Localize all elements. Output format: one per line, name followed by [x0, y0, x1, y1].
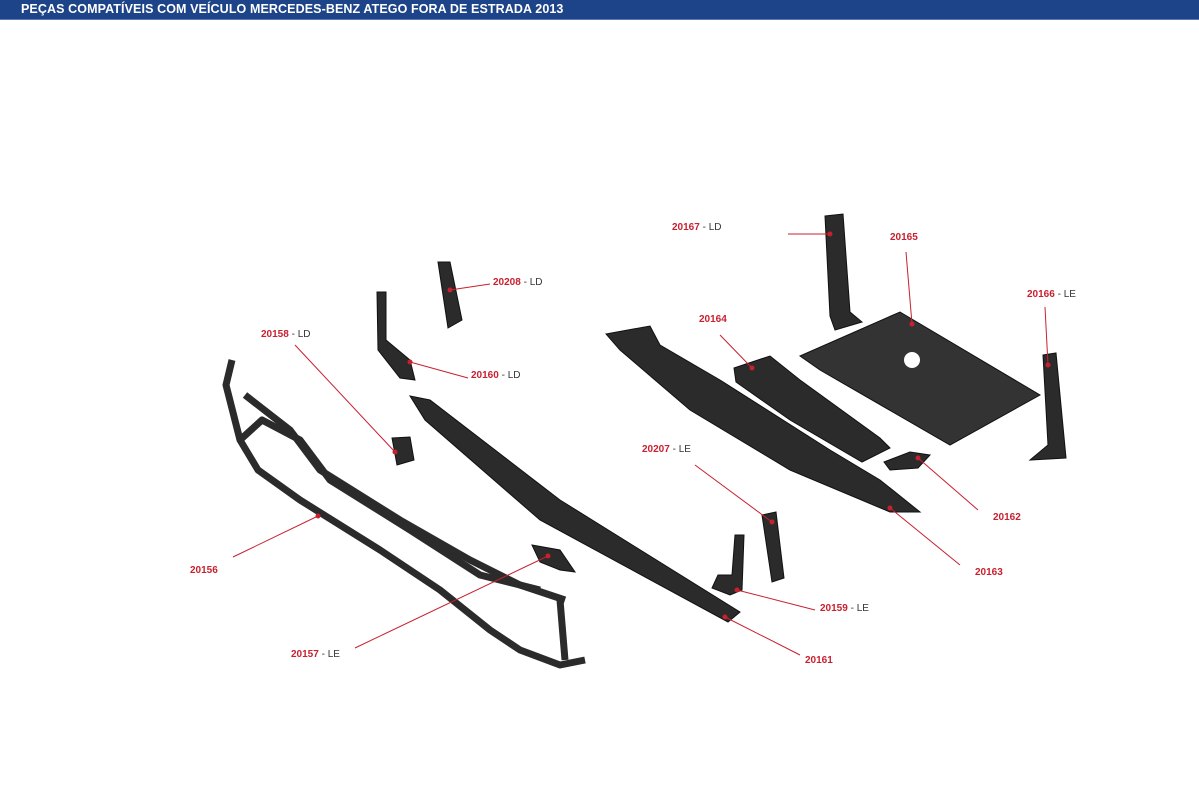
part-code: 20159: [820, 603, 848, 614]
part-side: - LE: [318, 649, 340, 660]
page-title: PEÇAS COMPATÍVEIS COM VEÍCULO MERCEDES-B…: [21, 2, 564, 16]
callout-20166: 20166 - LE: [1027, 289, 1076, 300]
part-20159: [711, 534, 745, 596]
header-bar: PEÇAS COMPATÍVEIS COM VEÍCULO MERCEDES-B…: [0, 0, 1199, 20]
part-code: 20160: [471, 370, 499, 381]
callout-20208: 20208 - LD: [493, 277, 542, 288]
part-code: 20165: [890, 232, 918, 243]
part-side: - LE: [669, 444, 691, 455]
part-code: 20164: [699, 314, 727, 325]
callout-20163: 20163: [975, 567, 1003, 578]
part-code: 20207: [642, 444, 670, 455]
part-code: 20208: [493, 277, 521, 288]
part-code: 20163: [975, 567, 1003, 578]
part-side: - LE: [1054, 289, 1076, 300]
callout-20164: 20164: [699, 314, 727, 325]
callout-20207: 20207 - LE: [642, 444, 691, 455]
callout-20160: 20160 - LD: [471, 370, 520, 381]
part-code: 20166: [1027, 289, 1055, 300]
part-code: 20156: [190, 565, 218, 576]
callout-20162: 20162: [993, 512, 1021, 523]
part-20164: [733, 355, 891, 463]
part-20208: [437, 261, 463, 329]
callout-20158: 20158 - LD: [261, 329, 310, 340]
part-20156-frame: [222, 359, 586, 669]
callout-20157: 20157 - LE: [291, 649, 340, 660]
part-code: 20162: [993, 512, 1021, 523]
part-20160: [376, 291, 416, 381]
part-side: - LE: [847, 603, 869, 614]
part-20207: [761, 511, 785, 583]
part-20161: [408, 395, 741, 623]
callout-20167: 20167 - LD: [672, 222, 721, 233]
part-code: 20167: [672, 222, 700, 233]
callout-20156: 20156: [190, 565, 218, 576]
part-20166: [1028, 352, 1067, 461]
part-side: - LD: [520, 277, 543, 288]
part-side: - LD: [288, 329, 311, 340]
part-side: - LD: [699, 222, 722, 233]
part-side: - LD: [498, 370, 521, 381]
callout-20165: 20165: [890, 232, 918, 243]
part-20162: [883, 451, 932, 471]
part-20163: [605, 325, 922, 513]
part-20165: [798, 311, 1042, 446]
part-20158: [391, 436, 415, 466]
part-code: 20158: [261, 329, 289, 340]
part-code: 20157: [291, 649, 319, 660]
callout-20159: 20159 - LE: [820, 603, 869, 614]
part-code: 20161: [805, 655, 833, 666]
callout-20161: 20161: [805, 655, 833, 666]
part-20167: [824, 213, 864, 331]
part-20157: [531, 544, 577, 573]
